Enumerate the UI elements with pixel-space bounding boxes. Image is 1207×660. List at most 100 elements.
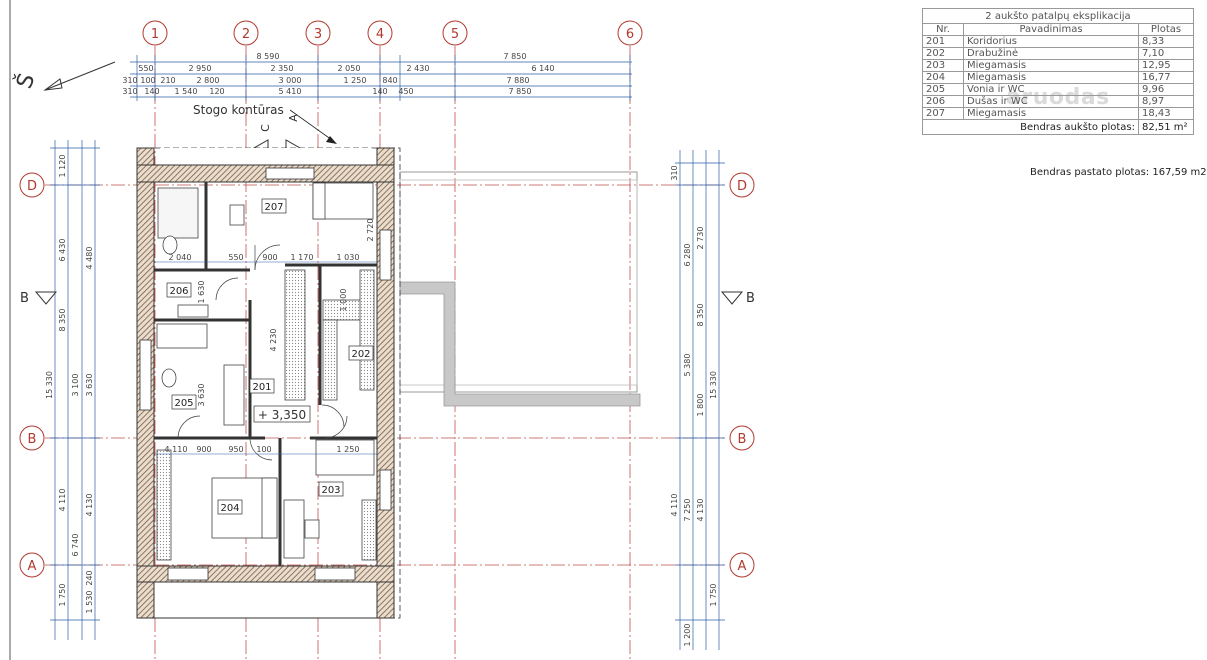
fixtures	[156, 182, 377, 561]
svg-text:B: B	[738, 432, 747, 447]
top-dimensions	[130, 55, 632, 101]
internal-walls	[154, 182, 377, 566]
room-206: 206	[166, 282, 192, 298]
svg-text:3 000: 3 000	[279, 76, 302, 85]
svg-text:7 850: 7 850	[509, 87, 532, 96]
svg-text:1 250: 1 250	[344, 76, 367, 85]
svg-text:15 330: 15 330	[709, 371, 718, 399]
axis-bubble-B-right: B	[729, 425, 755, 451]
room-202: 202	[348, 345, 374, 361]
svg-text:6 430: 6 430	[58, 239, 67, 262]
svg-text:6 140: 6 140	[532, 64, 555, 73]
svg-text:D: D	[27, 179, 37, 194]
total-building-area: Bendras pastato plotas: 167,59 m2	[1030, 167, 1207, 178]
svg-text:240: 240	[85, 570, 94, 585]
svg-text:550: 550	[138, 64, 153, 73]
svg-text:100: 100	[140, 76, 155, 85]
axis-bubble-3: 3	[305, 20, 331, 46]
svg-text:2 950: 2 950	[189, 64, 212, 73]
svg-text:D: D	[737, 179, 747, 194]
svg-text:206: 206	[169, 286, 188, 297]
svg-text:140: 140	[372, 87, 387, 96]
right-dim-values: 310 2 730 6 280 8 350 5 380 15 330 1 800…	[670, 165, 718, 646]
svg-text:1 530: 1 530	[85, 591, 94, 614]
svg-text:2 720: 2 720	[366, 219, 375, 242]
toilet-206	[162, 235, 178, 255]
doors	[177, 244, 348, 461]
svg-text:310: 310	[670, 165, 679, 180]
svg-text:7 850: 7 850	[504, 52, 527, 61]
svg-text:310: 310	[122, 76, 137, 85]
svg-text:15 330: 15 330	[45, 371, 54, 399]
room-205: 205	[171, 394, 197, 410]
svg-text:1 000: 1 000	[339, 289, 348, 312]
svg-text:5 380: 5 380	[683, 354, 692, 377]
svg-text:310: 310	[122, 87, 137, 96]
svg-text:2 800: 2 800	[197, 76, 220, 85]
svg-text:205: 205	[174, 398, 193, 409]
svg-text:3 100: 3 100	[71, 374, 80, 397]
svg-text:6 280: 6 280	[683, 244, 692, 267]
svg-text:3 630: 3 630	[197, 384, 206, 407]
svg-text:4 230: 4 230	[269, 329, 278, 352]
svg-text:B: B	[746, 291, 755, 306]
svg-text:840: 840	[382, 76, 397, 85]
room-201: 201	[249, 378, 275, 394]
svg-text:6: 6	[626, 27, 634, 42]
svg-text:950: 950	[228, 445, 243, 454]
svg-text:2 040: 2 040	[169, 253, 192, 262]
svg-text:1: 1	[151, 27, 159, 42]
building-walls	[136, 147, 401, 619]
svg-text:140: 140	[144, 87, 159, 96]
svg-text:4 110: 4 110	[670, 494, 679, 517]
svg-text:B: B	[20, 291, 29, 306]
left-dim-values: 1 120 6 430 8 350 15 330 4 480 3 100 3 6…	[45, 155, 94, 614]
table-title: 2 aukšto patalpų eksplikacija	[922, 8, 1194, 24]
svg-text:8 350: 8 350	[696, 304, 705, 327]
svg-text:2 350: 2 350	[271, 64, 294, 73]
svg-text:203: 203	[321, 485, 340, 496]
svg-text:4 480: 4 480	[85, 247, 94, 270]
top-dim-values: 8 590 7 850 550 2 950 2 350 2 050 2 430 …	[122, 52, 554, 96]
svg-text:2 730: 2 730	[696, 227, 705, 250]
svg-text:4 130: 4 130	[85, 494, 94, 517]
room-labels: 207 206 202 201 205 204 203	[166, 198, 374, 515]
svg-text:207: 207	[264, 202, 283, 213]
svg-text:Stogo kontūras: Stogo kontūras	[193, 103, 284, 117]
svg-text:Š: Š	[11, 70, 40, 92]
bath-205	[156, 323, 208, 349]
svg-text:2 430: 2 430	[407, 64, 430, 73]
svg-text:3 630: 3 630	[85, 374, 94, 397]
axis-bubble-6: 6	[617, 20, 643, 46]
toilet-205	[161, 368, 177, 388]
axis-bubble-A-left: A	[19, 552, 45, 578]
svg-text:A: A	[28, 559, 37, 574]
left-dimensions	[50, 140, 100, 640]
header-nr: Nr.	[922, 23, 964, 36]
svg-text:2 050: 2 050	[338, 64, 361, 73]
bed-203	[315, 439, 375, 476]
svg-text:550: 550	[228, 253, 243, 262]
svg-text:4: 4	[376, 27, 384, 42]
axis-bubbles-vertical: 1 2 3 4 5 6	[142, 20, 643, 46]
svg-text:204: 204	[220, 503, 239, 514]
svg-text:1 250: 1 250	[337, 445, 360, 454]
svg-text:8 350: 8 350	[58, 309, 67, 332]
svg-text:7 880: 7 880	[507, 76, 530, 85]
svg-text:B: B	[28, 432, 37, 447]
svg-text:8 590: 8 590	[257, 52, 280, 61]
inner-dim-values: 2 040 550 900 1 170 1 030 1 630 4 230 3 …	[154, 219, 377, 455]
svg-text:1 170: 1 170	[291, 253, 314, 262]
room-204: 204	[217, 499, 243, 515]
axis-bubble-D-left: D	[19, 172, 45, 198]
axis-bubble-B-left: B	[19, 425, 45, 451]
right-dimensions	[675, 150, 725, 650]
svg-text:1 630: 1 630	[197, 281, 206, 304]
svg-text:4 110: 4 110	[58, 489, 67, 512]
